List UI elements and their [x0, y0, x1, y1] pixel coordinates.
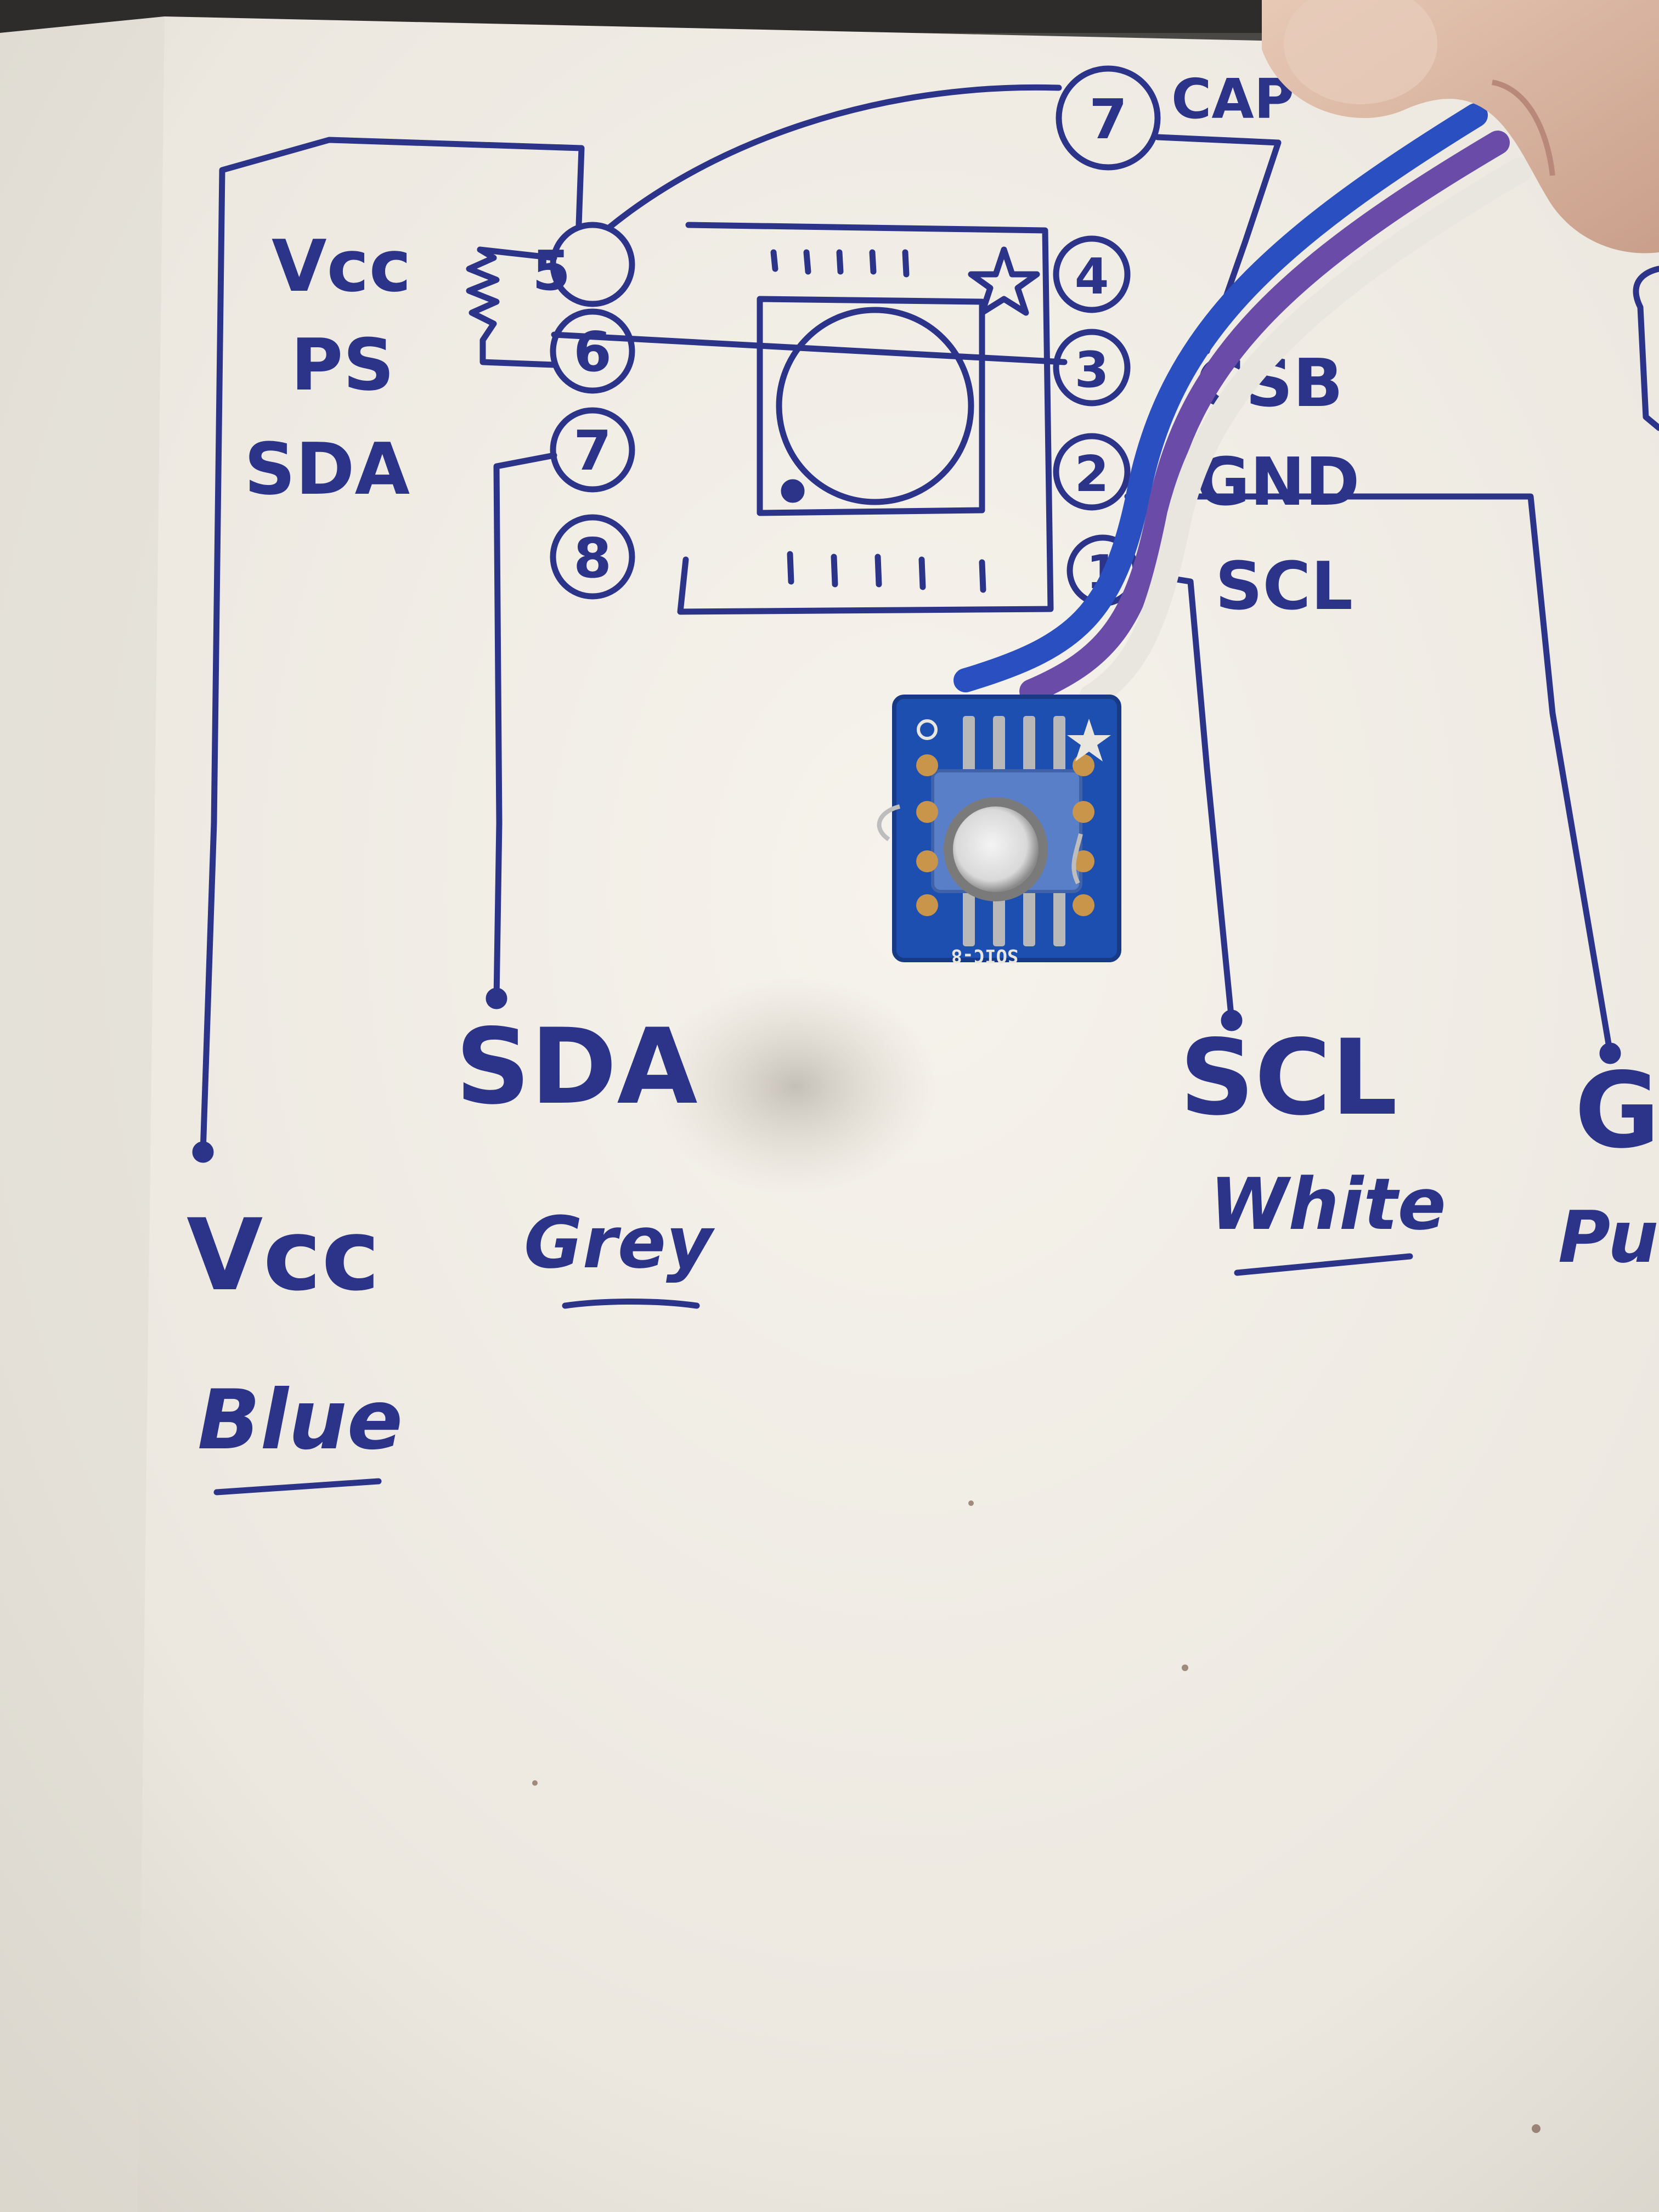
breakout-board: SOIC-8: [877, 695, 1121, 967]
grey-underline: [562, 1299, 700, 1309]
pin2-circle: [1053, 433, 1131, 511]
solder-lead-left: [877, 804, 901, 842]
wire-blue: [953, 103, 1488, 692]
bottom-label-grey: Grey: [524, 1201, 715, 1284]
resistor-zigzag: [466, 246, 557, 368]
pin8-circle: [550, 514, 635, 600]
label-scl: SCL: [1215, 549, 1353, 625]
top-leads: [963, 716, 1065, 776]
sensor-cap: [953, 806, 1039, 892]
pin3-number: 3: [1075, 341, 1109, 399]
pin1-dot: [781, 479, 805, 503]
paper-smudge: [653, 977, 938, 1196]
paper-specks: [532, 1500, 1541, 2133]
wire-purple: [1019, 131, 1510, 703]
bottom-label-gnd: G: [1575, 1050, 1659, 1171]
right-edge-drawing: [1633, 266, 1659, 431]
gnd-trace: [1124, 493, 1613, 1057]
sensor-square: [757, 296, 985, 516]
bottom-label-vcc: Vcc: [187, 1198, 380, 1313]
pin4-number: 4: [1075, 248, 1109, 306]
silkscreen-label: SOIC-8: [951, 945, 1019, 967]
sda-dot: [486, 988, 507, 1009]
bottom-label-purple: Pur: [1558, 1195, 1659, 1279]
bottom-pin-marks: [787, 551, 986, 593]
ribbon-cable: [953, 103, 1532, 709]
pin3-circle: [1053, 329, 1131, 407]
wire-white: [1079, 157, 1532, 709]
blue-underline: [213, 1478, 382, 1496]
pin5-circle: [550, 222, 635, 307]
star-mark: [968, 246, 1040, 316]
board-star-logo: [1067, 719, 1111, 761]
pin4-circle: [1053, 235, 1131, 313]
white-underline: [1234, 1253, 1413, 1276]
finger-crease: [1492, 80, 1555, 176]
fingertip-highlight: [1284, 0, 1437, 104]
solder-lead-right: [1071, 833, 1083, 884]
top-pin-marks: [770, 249, 910, 278]
vcc-dot: [192, 1141, 214, 1163]
scl-dot: [1221, 1009, 1243, 1031]
gnd-dot: [1599, 1042, 1621, 1064]
bottom-label-sda: SDA: [455, 1006, 698, 1127]
vcc-trace: [200, 137, 585, 1155]
bottom-label-blue: Blue: [198, 1373, 403, 1468]
sda-trace: [493, 452, 557, 1002]
pin2-number: 2: [1075, 445, 1109, 503]
pin8-number: 8: [573, 526, 612, 590]
pin7-circle: [550, 407, 635, 493]
pin5-number: 5: [532, 239, 571, 303]
sensor-circle: [776, 307, 974, 505]
bottom-label-scl: SCL: [1180, 1017, 1397, 1138]
pin6-circle: [550, 308, 635, 394]
cap-pin-number: 7: [1089, 87, 1127, 151]
label-vcc: Vcc: [272, 224, 411, 308]
label-ps: PS: [291, 323, 394, 407]
chip-outline: [677, 222, 1054, 615]
resistor-top-lead: [477, 246, 557, 261]
cap-trace: [606, 84, 1062, 231]
page-edge-shade: [0, 16, 165, 2212]
hand-drawn-schematic: [192, 65, 1659, 1496]
bottom-label-white: White: [1210, 1163, 1446, 1246]
cap-pin-circle: [1056, 65, 1161, 171]
pin7-number: 7: [573, 419, 612, 483]
label-gnd: GND: [1196, 444, 1360, 521]
side-pads: [916, 719, 1094, 916]
finger: [1262, 0, 1659, 253]
ps-cross-trace: [551, 331, 1068, 365]
label-cap: CAP: [1171, 67, 1294, 131]
label-sda: SDA: [244, 427, 410, 511]
pin6-number: 6: [573, 320, 612, 384]
